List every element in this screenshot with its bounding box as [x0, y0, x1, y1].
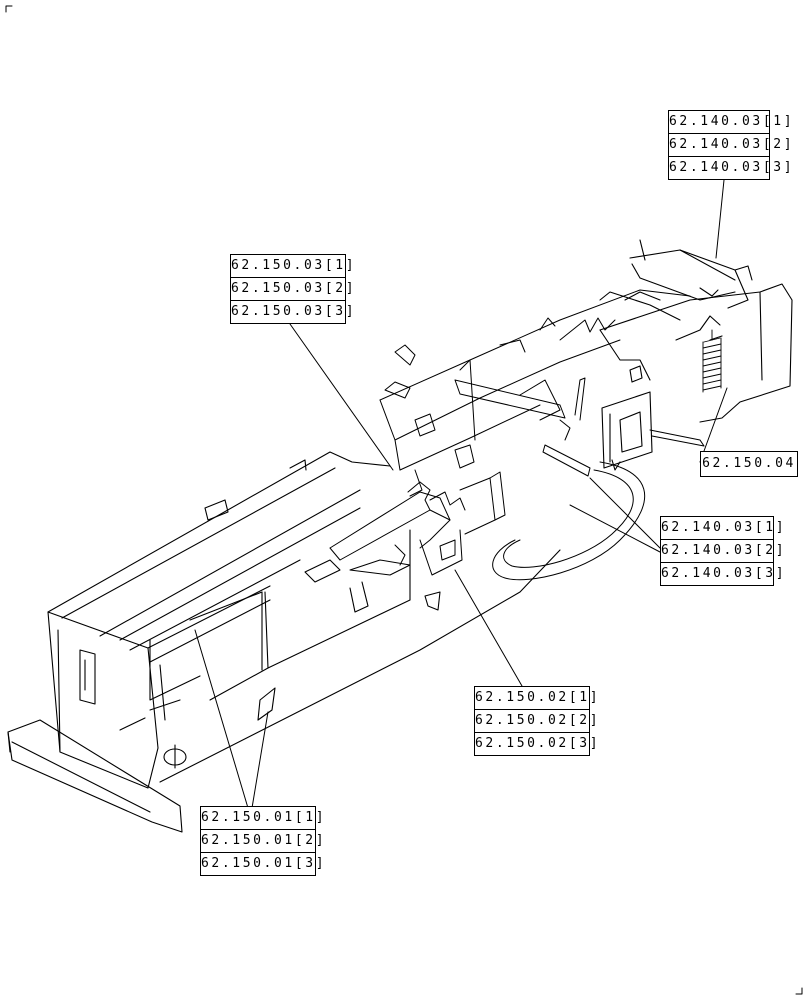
part-ref-link[interactable]: 62.150.03[1]: [231, 258, 357, 273]
leader-lines: [194, 179, 728, 809]
part-ref-link[interactable]: 62.140.03[2]: [661, 539, 784, 562]
part-ref-link[interactable]: 62.150.01[3]: [201, 852, 324, 875]
part-ref-link[interactable]: 62.150.04: [702, 456, 796, 471]
callout-62-140-03-mid: 62.140.03[1] 62.140.03[2] 62.140.03[3]: [660, 516, 787, 586]
crop-marks: [5, 5, 803, 995]
part-ref-link[interactable]: 62.150.03[3]: [231, 300, 354, 323]
part-ref-link[interactable]: 62.150.01[2]: [201, 829, 324, 852]
main-frame: [47, 451, 561, 789]
part-ref-link[interactable]: 62.140.03[1]: [661, 520, 787, 535]
part-ref-link[interactable]: 62.150.01[1]: [201, 810, 327, 825]
part-ref-link[interactable]: 62.150.02[2]: [475, 709, 598, 732]
spring: [702, 329, 722, 393]
part-ref-link[interactable]: 62.150.03[2]: [231, 277, 354, 300]
callout-62-150-02: 62.150.02[1] 62.150.02[2] 62.150.02[3]: [474, 686, 601, 756]
part-ref-link[interactable]: 62.140.03[2]: [669, 133, 792, 156]
part-ref-link[interactable]: 62.140.03[3]: [669, 156, 792, 179]
rear-frame: [599, 239, 793, 471]
front-bumper: [7, 719, 183, 833]
part-ref-link[interactable]: 62.150.02[1]: [475, 690, 601, 705]
center-mechanism: [329, 471, 506, 576]
callout-62-150-01: 62.150.01[1] 62.150.01[2] 62.150.01[3]: [200, 806, 327, 876]
upper-rear-assembly: [379, 289, 691, 497]
part-ref-link[interactable]: 62.140.03[3]: [661, 562, 784, 585]
part-ref-link[interactable]: 62.150.02[3]: [475, 732, 598, 755]
hose-loop: [492, 461, 646, 581]
callout-62-140-03-top: 62.140.03[1] 62.140.03[2] 62.140.03[3]: [668, 110, 795, 180]
callout-62-150-04: 62.150.04: [700, 451, 798, 477]
callout-62-150-03: 62.150.03[1] 62.150.03[2] 62.150.03[3]: [230, 254, 357, 324]
part-ref-link[interactable]: 62.140.03[1]: [669, 114, 795, 129]
